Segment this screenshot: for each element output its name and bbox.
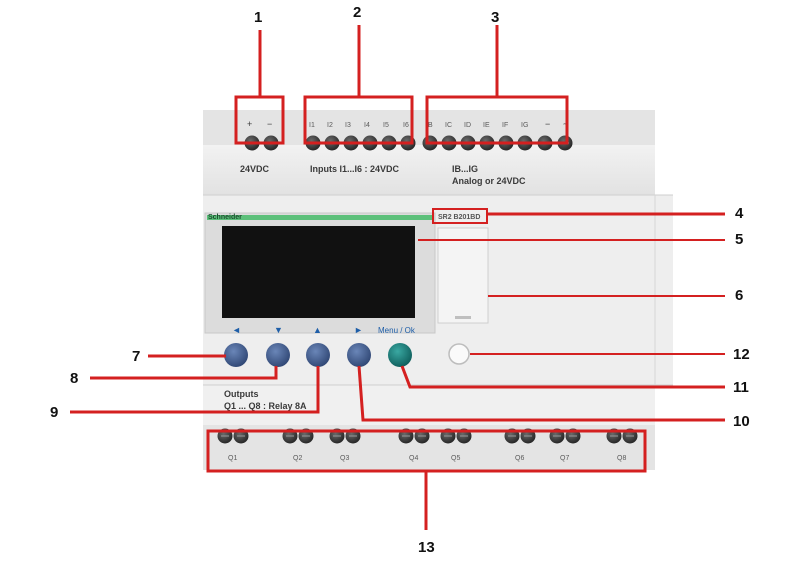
menu-ok-button[interactable] <box>388 343 412 367</box>
callout-number-10: 10 <box>733 413 750 430</box>
menu-ok-label: Menu / Ok <box>378 326 416 335</box>
inputs-label: Inputs I1...I6 : 24VDC <box>310 164 400 174</box>
input-terminal-label: IE <box>483 122 490 129</box>
input-terminal-label: ID <box>464 122 471 129</box>
callout-line-9 <box>70 366 320 414</box>
input-terminal-label: IF <box>502 122 508 129</box>
callout-annotations <box>70 25 725 530</box>
output-terminal-label: Q1 <box>228 455 237 462</box>
callout-number-5: 5 <box>735 231 743 248</box>
input-terminal-label: I6 <box>403 122 409 129</box>
up-button[interactable] <box>306 343 330 367</box>
input-terminal-label: I1 <box>309 122 315 129</box>
output-terminal-label: Q8 <box>617 455 626 462</box>
plus-label: + <box>247 119 252 129</box>
up-arrow-label: ▲ <box>313 325 322 335</box>
brand-label: Schneider <box>208 214 242 221</box>
left-button[interactable] <box>224 343 248 367</box>
outputs-label-2: Q1 ... Q8 : Relay 8A <box>224 401 307 411</box>
callout-number-9: 9 <box>50 404 58 421</box>
input-terminal-label: I4 <box>364 122 370 129</box>
power-label: 24VDC <box>240 164 270 174</box>
display-module: Schneider <box>204 212 436 334</box>
outputs-label-1: Outputs <box>224 389 259 399</box>
callout-line-8 <box>90 366 278 380</box>
shift-button[interactable] <box>448 343 470 365</box>
input-terminal-label: IB <box>426 122 433 129</box>
output-label-strip <box>203 385 655 425</box>
memory-cartridge-slot <box>437 227 489 324</box>
right-arrow-label: ► <box>354 325 363 335</box>
callout-line-10 <box>357 365 725 422</box>
input-terminal-label: I3 <box>345 122 351 129</box>
callout-number-3: 3 <box>491 9 499 26</box>
down-button[interactable] <box>266 343 290 367</box>
output-terminal-label: Q5 <box>451 455 460 462</box>
callout-number-8: 8 <box>70 370 78 387</box>
callout-line-11 <box>400 365 725 389</box>
left-arrow-label: ◄ <box>232 325 241 335</box>
input-terminal-label: I2 <box>327 122 333 129</box>
top-label-strip <box>203 145 655 195</box>
callout-number-7: 7 <box>132 348 140 365</box>
callout-number-1: 1 <box>254 9 262 26</box>
input-terminal-label: IC <box>445 122 452 129</box>
callout-box-4 <box>432 208 488 224</box>
callout-number-4: 4 <box>735 205 744 222</box>
input-terminal-labels: I1 I2 I3 I4 I5 I6 IB IC ID IE IF IG <box>309 122 528 129</box>
callout-number-6: 6 <box>735 287 743 304</box>
output-terminal-label: Q2 <box>293 455 302 462</box>
callout-number-2: 2 <box>353 4 361 21</box>
output-terminal-label: Q3 <box>340 455 349 462</box>
model-label: SR2 B201BD <box>438 214 480 221</box>
output-terminal-label: Q6 <box>515 455 524 462</box>
output-terminal-label: Q7 <box>560 455 569 462</box>
callout-number-12: 12 <box>733 346 750 363</box>
analog-label-1: IB...IG <box>452 164 478 174</box>
output-terminal-labels: Q1 Q2 Q3 Q4 Q5 Q6 Q7 Q8 <box>228 455 626 462</box>
lcd-screen <box>222 226 415 318</box>
input-terminal-label: IG <box>521 122 528 129</box>
callout-number-13: 13 <box>418 539 435 556</box>
output-terminal-label: Q4 <box>409 455 418 462</box>
input-terminal-label: I5 <box>383 122 389 129</box>
down-arrow-label: ▼ <box>274 325 283 335</box>
right-button[interactable] <box>347 343 371 367</box>
brand-bar <box>207 215 432 220</box>
callout-number-11: 11 <box>733 379 749 396</box>
top-right-minus-label: − <box>545 119 550 129</box>
analog-label-2: Analog or 24VDC <box>452 176 526 186</box>
minus-label: − <box>267 119 272 129</box>
